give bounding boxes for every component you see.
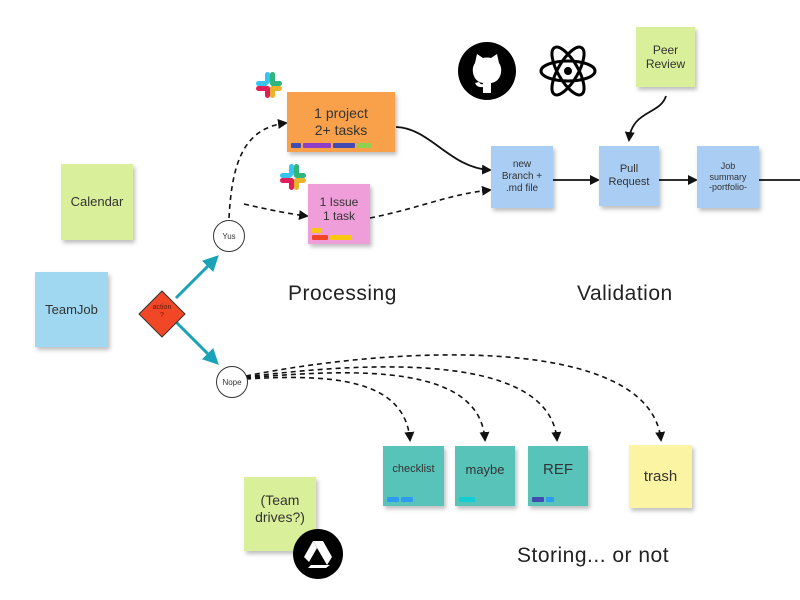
checklist-tags bbox=[387, 497, 413, 502]
pull-request-text: Pull Request bbox=[608, 162, 650, 188]
tag bbox=[459, 497, 475, 502]
pull-request-note[interactable]: Pull Request bbox=[599, 146, 659, 206]
yes-arrow bbox=[174, 255, 219, 300]
trash-text: trash bbox=[643, 467, 678, 485]
no-arrow bbox=[174, 320, 219, 365]
nope-label: Nope bbox=[222, 377, 242, 387]
checklist-note[interactable]: checklist bbox=[383, 446, 444, 506]
yes-label: Yus bbox=[222, 231, 236, 241]
peer-review-note[interactable]: Peer Review bbox=[636, 27, 695, 87]
maybe-text: maybe bbox=[465, 462, 505, 478]
project-text: 1 project 2+ tasks bbox=[314, 105, 368, 138]
tag bbox=[312, 228, 322, 233]
peer-to-pull bbox=[624, 95, 667, 142]
issue-text: 1 Issue 1 task bbox=[319, 194, 359, 223]
issue-to-branch bbox=[369, 185, 492, 219]
yes-circle: Yus bbox=[213, 220, 245, 252]
processing-label: Processing bbox=[288, 282, 397, 305]
tag bbox=[303, 143, 331, 148]
issue-note[interactable]: 1 Issue 1 task bbox=[308, 184, 370, 244]
google-drive-icon bbox=[293, 529, 343, 579]
nope-to-maybe bbox=[245, 372, 490, 442]
project-to-branch bbox=[395, 126, 492, 175]
decision-diamond: action ? bbox=[138, 290, 186, 338]
project-note[interactable]: 1 project 2+ tasks bbox=[287, 92, 395, 152]
ref-tags bbox=[532, 497, 554, 502]
calendar-note[interactable]: Calendar bbox=[61, 164, 133, 240]
tag bbox=[387, 497, 399, 502]
yes-to-issue bbox=[243, 203, 309, 221]
tag bbox=[330, 235, 352, 240]
branch-text: new Branch + .md file bbox=[501, 159, 543, 194]
issue-tags bbox=[312, 228, 352, 240]
github-icon bbox=[458, 42, 516, 100]
atom-icon bbox=[539, 45, 597, 97]
tag bbox=[357, 143, 371, 148]
slack-icon bbox=[256, 72, 282, 98]
ref-note[interactable]: REF bbox=[528, 446, 588, 506]
tag bbox=[291, 143, 301, 148]
tag bbox=[546, 497, 554, 502]
project-tags bbox=[291, 143, 371, 148]
branch-note[interactable]: new Branch + .md file bbox=[491, 146, 553, 208]
ref-text: REF bbox=[543, 461, 573, 478]
peer-review-text: Peer Review bbox=[645, 42, 686, 71]
team-drives-text: (Team drives?) bbox=[255, 492, 305, 525]
calendar-text: Calendar bbox=[70, 194, 124, 210]
slack-icon bbox=[280, 164, 306, 190]
tag bbox=[401, 497, 413, 502]
maybe-tags bbox=[459, 497, 475, 502]
yes-to-project bbox=[228, 119, 288, 219]
tag bbox=[333, 143, 355, 148]
tag bbox=[312, 235, 328, 240]
job-summary-note[interactable]: Job summary -portfolio- bbox=[697, 146, 759, 208]
maybe-note[interactable]: maybe bbox=[455, 446, 515, 506]
decision-label: action ? bbox=[152, 304, 172, 320]
checklist-text: checklist bbox=[392, 463, 435, 476]
job-summary-text: Job summary -portfolio- bbox=[708, 160, 747, 193]
teamjob-text: TeamJob bbox=[45, 301, 98, 317]
tag bbox=[532, 497, 544, 502]
validation-label: Validation bbox=[577, 282, 673, 305]
nope-to-checklist bbox=[245, 376, 415, 442]
trash-note[interactable]: trash bbox=[629, 445, 692, 508]
storing-label: Storing... or not bbox=[517, 544, 670, 567]
nope-to-ref bbox=[245, 366, 562, 442]
teamjob-note[interactable]: TeamJob bbox=[35, 272, 108, 347]
nope-to-trash bbox=[245, 354, 666, 442]
nope-circle: Nope bbox=[216, 366, 248, 398]
